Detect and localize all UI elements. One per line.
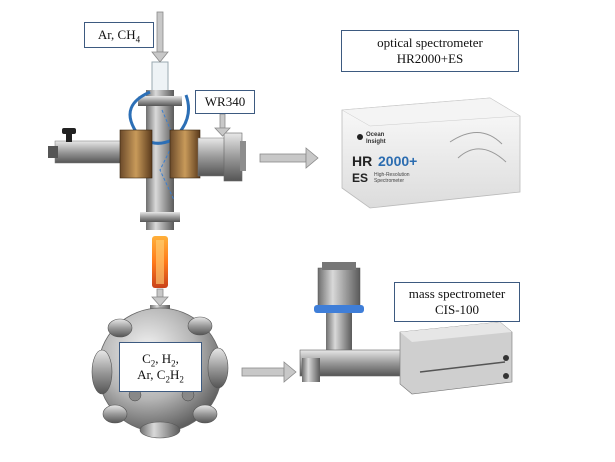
arrow-waveguide [215,114,230,136]
species-line-2-part-3: 2 [179,375,184,385]
label-mass-spectrometer: mass spectrometer CIS-100 [394,282,520,322]
label-chamber-species: C2, H2, Ar, C2H2 [119,342,202,392]
species-line-1: C2, H2, [142,351,179,367]
optical-line-2: HR2000+ES [397,51,464,67]
label-waveguide: WR340 [195,90,255,114]
species-line-1-part-4: , [176,351,179,366]
species-line-2-part-0: Ar, C [137,367,165,382]
optical-line-1: optical spectrometer [377,35,483,51]
mass-line-2: CIS-100 [435,302,479,318]
arrow-to-optical [260,148,318,168]
species-line-1-part-2: , H [155,351,171,366]
label-gas-inlet: Ar, CH4 [84,22,154,48]
species-line-2-part-2: H [170,367,179,382]
species-line-1-part-0: C [142,351,151,366]
label-optical-spectrometer: optical spectrometer HR2000+ES [341,30,519,72]
gas-inlet-subscript: 4 [136,35,141,45]
arrow-to-chamber [152,289,168,306]
species-line-2: Ar, C2H2 [137,367,184,383]
waveguide-text: WR340 [205,94,245,110]
arrow-to-mass [242,362,296,382]
arrow-gas-inlet [152,12,168,62]
gas-inlet-text: Ar, CH [98,27,136,42]
mass-line-1: mass spectrometer [409,286,505,302]
